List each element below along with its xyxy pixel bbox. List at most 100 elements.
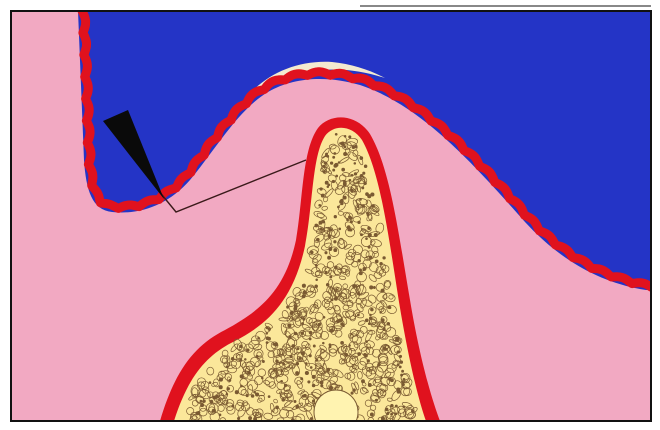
- trabecula: [360, 174, 363, 177]
- trabecula: [325, 252, 327, 254]
- trabecula: [373, 286, 375, 288]
- trabecula: [235, 391, 238, 394]
- trabecula: [370, 413, 373, 416]
- trabecula: [302, 295, 305, 298]
- trabecula: [296, 362, 299, 365]
- trabecula: [320, 188, 323, 191]
- trabecula: [336, 289, 338, 291]
- trabecula: [219, 378, 222, 381]
- trabecula: [316, 279, 318, 281]
- trabecula: [359, 269, 361, 271]
- trabecula: [383, 257, 386, 260]
- trabecula: [237, 417, 239, 419]
- trabecula: [344, 146, 346, 148]
- trabecula: [310, 251, 313, 254]
- trabecula: [274, 343, 277, 346]
- trabecula: [334, 164, 337, 167]
- trabecula: [368, 195, 371, 198]
- trabecula: [358, 259, 361, 262]
- trabecula: [329, 346, 331, 348]
- trabecula: [296, 405, 299, 408]
- trabecula: [348, 228, 351, 231]
- trabecula: [335, 133, 337, 135]
- trabecula: [349, 217, 352, 220]
- trabecula: [249, 417, 251, 419]
- trabecula: [226, 366, 228, 368]
- trabecula: [209, 382, 211, 384]
- trabecula: [325, 153, 327, 155]
- trabecula: [334, 215, 337, 218]
- trabecula: [330, 329, 333, 332]
- trabecula: [399, 366, 401, 368]
- trabecula: [362, 187, 364, 189]
- trabecula: [395, 405, 397, 407]
- trabecula: [344, 152, 347, 155]
- trabecula: [296, 372, 299, 375]
- trabecula: [299, 357, 301, 359]
- trabecula: [266, 333, 268, 335]
- trabecula: [343, 196, 346, 199]
- trabecula: [210, 400, 213, 403]
- trabecula: [301, 378, 303, 380]
- trabecula: [294, 400, 296, 402]
- trabecula: [336, 175, 338, 177]
- trabecula: [315, 285, 318, 288]
- trabecula: [329, 386, 332, 389]
- trabecula: [403, 378, 405, 380]
- trabecula: [330, 162, 333, 165]
- trabecula: [351, 392, 353, 394]
- trabecula: [325, 271, 327, 273]
- trabecula: [364, 354, 367, 357]
- trabecula: [366, 238, 368, 240]
- trabecula: [370, 286, 373, 289]
- trabecula: [339, 228, 341, 230]
- trabecula: [266, 342, 268, 344]
- trabecula: [310, 418, 312, 420]
- trabecula: [196, 412, 199, 415]
- trabecula: [360, 157, 363, 160]
- trabecula: [226, 393, 228, 395]
- trabecula: [364, 165, 367, 168]
- trabecula: [402, 370, 404, 372]
- trabecula: [334, 297, 337, 300]
- trabecula: [342, 168, 345, 171]
- trabecula: [351, 174, 353, 176]
- trabecula: [268, 396, 270, 398]
- trabecula: [333, 156, 335, 158]
- trabecula: [303, 291, 306, 294]
- trabecula: [308, 381, 310, 383]
- trabecula: [321, 194, 324, 197]
- marrow-space: [314, 390, 358, 430]
- trabecula: [388, 306, 391, 309]
- trabecula: [360, 234, 362, 236]
- trabecula: [262, 360, 264, 362]
- trabecula: [266, 337, 269, 340]
- trabecula: [333, 169, 335, 171]
- trabecula: [227, 388, 230, 391]
- trabecula: [368, 233, 371, 236]
- trabecula: [340, 143, 342, 145]
- trabecula: [240, 385, 242, 387]
- trabecula: [297, 348, 299, 350]
- trabecula: [325, 181, 328, 184]
- trabecula: [200, 400, 202, 402]
- trabecula: [327, 155, 329, 157]
- trabecula: [341, 341, 344, 344]
- trabecula: [349, 136, 351, 138]
- trabecula: [331, 299, 333, 301]
- trabecula: [352, 146, 355, 149]
- trabecula: [363, 172, 365, 174]
- trabecula: [397, 388, 400, 391]
- trabecula: [387, 322, 390, 325]
- trabecula: [354, 173, 357, 176]
- trabecula: [310, 367, 312, 369]
- trabecula: [266, 327, 268, 329]
- trabecula: [366, 212, 368, 214]
- trabecula: [338, 162, 340, 164]
- trabecula: [334, 241, 337, 244]
- trabecula: [294, 305, 297, 308]
- trabecula: [246, 349, 249, 352]
- trabecula: [340, 200, 343, 203]
